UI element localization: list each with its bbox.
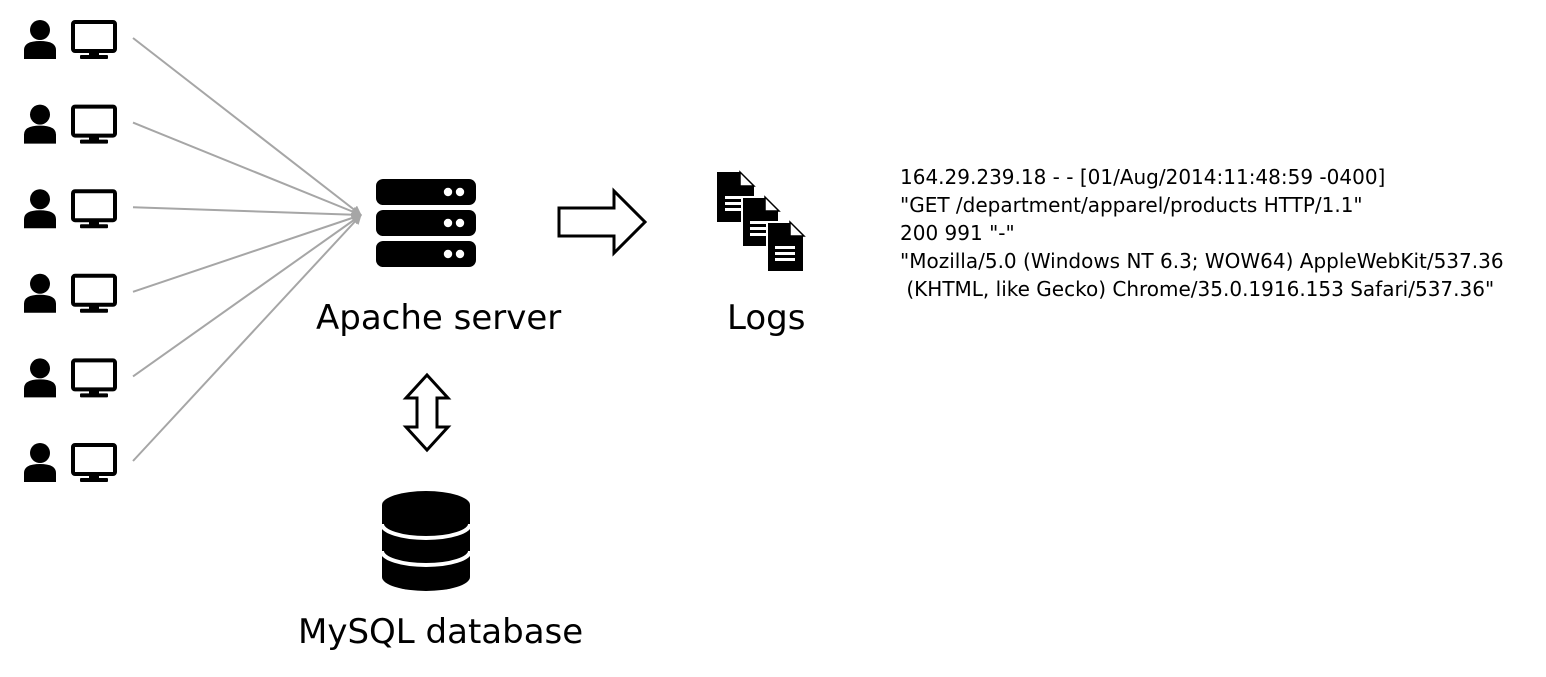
log-line: 200 991 "-" <box>900 221 1015 245</box>
log-entry-sample: 164.29.239.18 - - [01/Aug/2014:11:48:59 … <box>900 163 1504 303</box>
database-label: MySQL database <box>298 612 584 652</box>
monitor-icon <box>71 189 117 229</box>
server-database-arrow <box>402 372 452 453</box>
client-row <box>24 20 117 59</box>
log-files-icon <box>717 170 806 273</box>
log-line: "Mozilla/5.0 (Windows NT 6.3; WOW64) App… <box>900 249 1504 273</box>
user-icon <box>24 273 56 313</box>
logs-label: Logs <box>727 298 806 338</box>
user-icon <box>24 443 56 482</box>
monitor-icon <box>71 358 117 398</box>
log-line: 164.29.239.18 - - [01/Aug/2014:11:48:59 … <box>900 165 1386 189</box>
user-icon <box>24 20 56 59</box>
client-to-server-connector <box>132 213 362 293</box>
server-label: Apache server <box>316 298 562 338</box>
user-icon <box>24 189 56 229</box>
client-row <box>24 104 117 144</box>
monitor-icon <box>71 273 117 313</box>
server-to-logs-arrow <box>557 187 648 257</box>
client-list <box>24 20 117 482</box>
client-row <box>24 443 117 482</box>
client-row <box>24 358 117 398</box>
log-line: "GET /department/apparel/products HTTP/1… <box>900 193 1363 217</box>
client-to-server-connector <box>132 121 362 217</box>
client-to-server-connector <box>132 206 362 220</box>
monitor-icon <box>71 104 117 144</box>
client-row <box>24 273 117 313</box>
database-icon <box>380 491 472 591</box>
monitor-icon <box>71 443 117 482</box>
user-icon <box>24 358 56 398</box>
user-icon <box>24 104 56 144</box>
log-line: (KHTML, like Gecko) Chrome/35.0.1916.153… <box>900 277 1495 301</box>
server-icon <box>376 179 476 267</box>
monitor-icon <box>71 20 117 59</box>
client-to-server-connector <box>132 37 362 216</box>
client-to-server-connector <box>132 214 362 462</box>
client-to-server-connector <box>132 214 362 378</box>
client-row <box>24 189 117 229</box>
client-connectors <box>132 37 362 462</box>
